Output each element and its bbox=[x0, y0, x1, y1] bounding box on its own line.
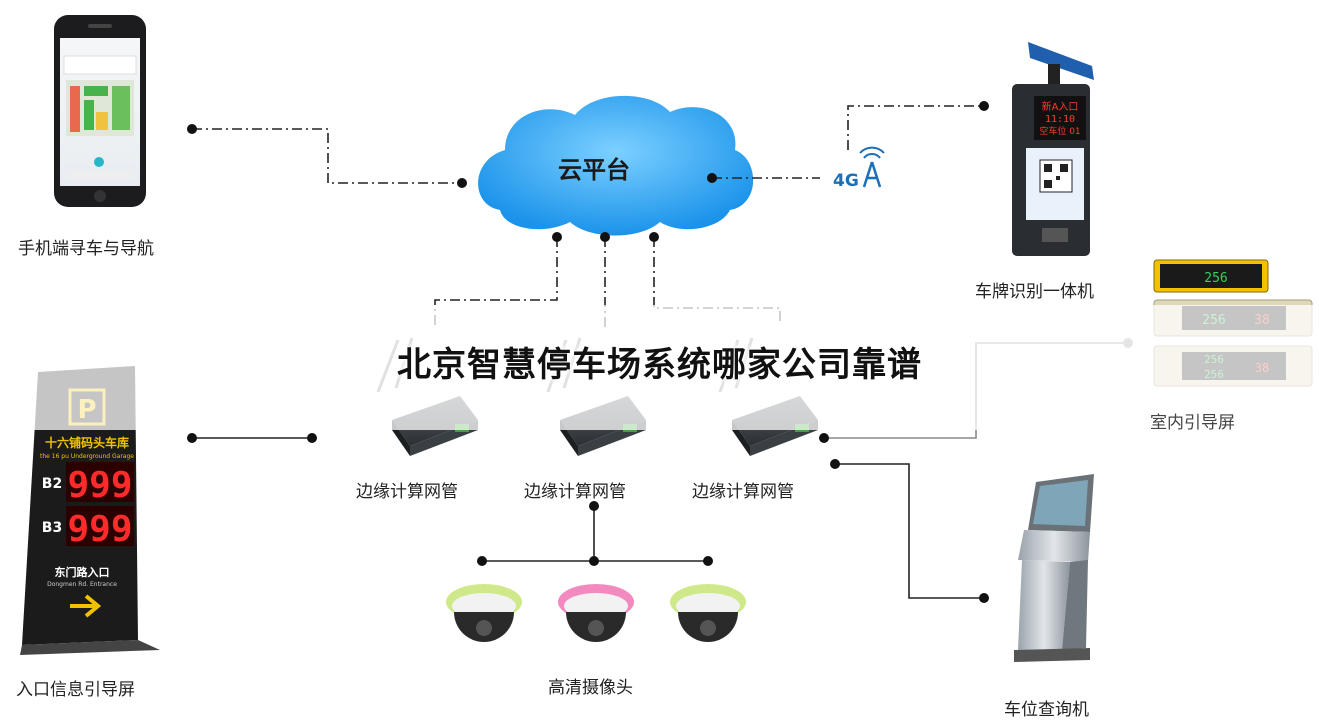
link-gw3-kiosk bbox=[835, 463, 984, 599]
svg-text:Dongmen Rd. Entrance: Dongmen Rd. Entrance bbox=[47, 581, 117, 588]
dome-camera-icon-3 bbox=[670, 584, 746, 642]
svg-text:东门路入口: 东门路入口 bbox=[55, 565, 110, 579]
phone-label: 手机端寻车与导航 bbox=[18, 239, 154, 259]
gateway-label-2: 边缘计算网管 bbox=[524, 482, 626, 502]
cloud-shape bbox=[478, 95, 754, 236]
svg-text:十六铺码头车库: 十六铺码头车库 bbox=[45, 435, 129, 450]
svg-text:the 16 pu Underground Garage: the 16 pu Underground Garage bbox=[40, 453, 134, 460]
connection-dots bbox=[187, 101, 1133, 603]
svg-text:空车位 01: 空车位 01 bbox=[1039, 125, 1080, 137]
link-4g-platecam bbox=[847, 105, 984, 150]
svg-text:999: 999 bbox=[67, 465, 132, 506]
cameras-label: 高清摄像头 bbox=[548, 678, 633, 698]
svg-text:999: 999 bbox=[67, 509, 132, 550]
svg-text:B2: B2 bbox=[42, 476, 62, 492]
link-phone-cloud bbox=[192, 128, 462, 184]
page-headline: 北京智慧停车场系统哪家公司靠谱 bbox=[397, 345, 922, 385]
headline-backdrop bbox=[0, 305, 1319, 430]
link-cloud-gw1 bbox=[434, 237, 558, 325]
svg-text:新A入口: 新A入口 bbox=[1042, 100, 1079, 113]
dome-camera-icon-2 bbox=[558, 584, 634, 642]
gateway-label-3: 边缘计算网管 bbox=[692, 482, 794, 502]
plate-cam-label: 车牌识别一体机 bbox=[975, 282, 1094, 302]
smartphone-icon bbox=[54, 15, 146, 207]
kiosk-label: 车位查询机 bbox=[1004, 700, 1089, 720]
cloud-platform-label: 云平台 bbox=[558, 156, 630, 184]
4g-antenna-icon: 4G bbox=[833, 146, 885, 191]
4g-badge-text: 4G bbox=[833, 171, 859, 191]
entrance-screen-label: 入口信息引导屏 bbox=[16, 680, 135, 700]
svg-text:B3: B3 bbox=[42, 520, 62, 536]
query-kiosk-icon bbox=[1014, 474, 1094, 662]
svg-text:11:10: 11:10 bbox=[1045, 114, 1075, 125]
svg-text:256: 256 bbox=[1204, 271, 1227, 286]
plate-recognition-unit-icon: 新A入口 11:10 空车位 01 bbox=[1012, 42, 1094, 256]
indoor-screen-label: 室内引导屏 bbox=[1150, 413, 1235, 433]
gateway-label-1: 边缘计算网管 bbox=[356, 482, 458, 502]
dome-camera-icon-1 bbox=[446, 584, 522, 642]
